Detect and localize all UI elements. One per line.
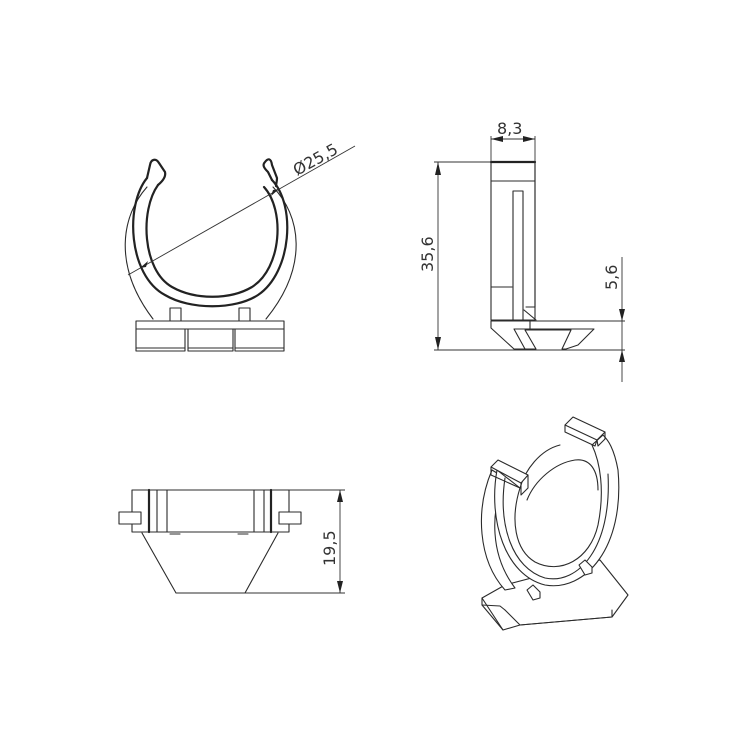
iso-base-plate — [481, 559, 629, 631]
iso-line — [564, 424, 598, 447]
base-left-bevel — [490, 320, 526, 350]
side-view: 8,3 35,6 5,6 — [418, 119, 625, 382]
base-block-right — [234, 328, 285, 352]
base-block-left — [135, 328, 186, 352]
arrow-icon — [619, 350, 625, 362]
clip-tip-right — [262, 158, 279, 188]
iso-line — [596, 431, 606, 447]
bottom-body — [131, 489, 290, 533]
base-foot — [513, 328, 595, 350]
arrow-icon — [491, 136, 503, 142]
iso-tab-right — [564, 416, 606, 441]
iso-pin-right — [578, 559, 593, 576]
width-label: 8,3 — [497, 119, 522, 138]
clip-ring-inner — [145, 183, 279, 298]
base-block-center — [187, 328, 234, 352]
iso-clip-ring — [494, 434, 620, 587]
outer-arc-right — [265, 186, 297, 320]
iso-line — [481, 604, 506, 611]
iso-line — [520, 474, 529, 496]
diameter-label: Ø25,5 — [290, 140, 341, 180]
arrow-icon — [337, 490, 343, 502]
base-height-label: 5,6 — [602, 265, 621, 290]
upright-slot — [512, 190, 524, 322]
iso-line — [519, 444, 561, 489]
iso-line — [502, 473, 609, 580]
arrow-icon — [337, 581, 343, 593]
arrow-icon — [523, 136, 535, 142]
bottom-trapezoid — [141, 532, 279, 594]
base-top-strip — [135, 320, 285, 330]
arrow-icon — [140, 261, 148, 268]
diameter-dimension-line — [127, 145, 356, 276]
front-view: Ø25,5 — [124, 140, 356, 352]
iso-inner-surface — [526, 459, 599, 501]
bottom-tab-right — [278, 511, 302, 525]
arrow-icon — [435, 337, 441, 350]
bottom-view: 19,5 — [118, 488, 345, 594]
clip-tip-left — [145, 158, 167, 187]
arrow-icon — [619, 309, 625, 321]
bottom-tab-left — [118, 511, 142, 525]
arrow-icon — [271, 189, 279, 196]
depth-label: 19,5 — [320, 530, 339, 566]
clip-ring-outer — [132, 176, 289, 308]
upright-line — [523, 309, 537, 321]
arrow-icon — [435, 162, 441, 175]
height-label: 35,6 — [418, 236, 437, 272]
base-pin-right — [238, 307, 251, 322]
iso-pin-left — [526, 584, 541, 601]
iso-line — [490, 466, 521, 489]
iso-line — [504, 609, 613, 626]
base-pin-left — [169, 307, 182, 322]
outer-arc-left — [124, 186, 154, 320]
isometric-view — [480, 416, 629, 631]
